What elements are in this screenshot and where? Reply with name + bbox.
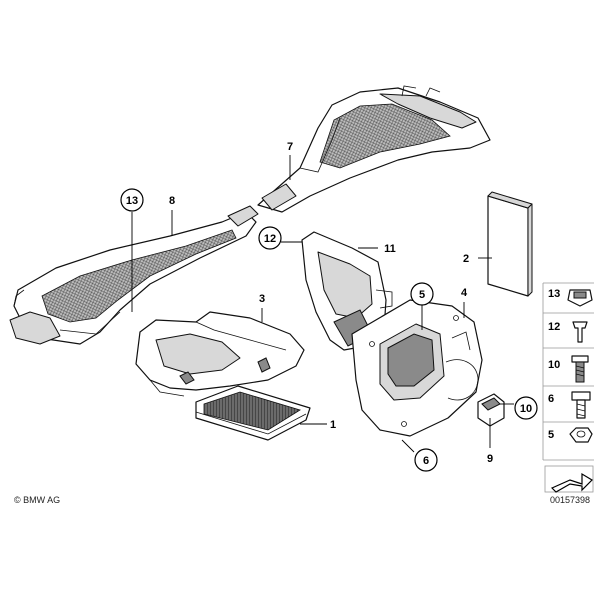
hex-nut-icon [569,427,593,443]
callout-10: 10 [514,396,538,420]
expanding-rivet-icon [572,321,588,343]
svg-text:6: 6 [423,455,429,467]
screw-with-washer-icon [571,355,589,363]
fastener-legend: 13 12 10 6 5 [542,282,594,493]
air-duct-housing [135,311,305,397]
svg-text:13: 13 [548,288,560,300]
legend-item-10: 10 [548,355,589,383]
svg-text:7: 7 [287,141,293,153]
callout-6: 6 [414,448,438,472]
callout-8: 8 [169,195,175,207]
svg-text:5: 5 [419,289,425,301]
callout-12: 12 [258,226,282,250]
callout-1: 1 [330,419,336,431]
callout-3: 3 [259,293,265,305]
callout-2: 2 [463,253,469,265]
svg-text:5: 5 [548,429,554,441]
callout-5: 5 [410,282,434,306]
svg-text:12: 12 [264,233,276,245]
hex-bolt-icon [571,391,591,401]
svg-text:4: 4 [461,287,468,299]
cowl-grille-left [9,205,259,345]
diagram-number: 00157398 [550,495,590,505]
cowl-grille-right [257,85,491,213]
svg-text:10: 10 [520,403,532,415]
svg-text:6: 6 [548,393,554,405]
svg-text:2: 2 [463,253,469,265]
legend-item-6: 6 [548,391,591,419]
legend-item-12: 12 [548,321,588,343]
legend-item-5: 5 [548,427,593,443]
svg-text:8: 8 [169,195,175,207]
callout-13: 13 [120,188,144,212]
legend-item-13: 13 [548,288,593,307]
callout-7: 7 [287,141,293,153]
svg-text:10: 10 [548,359,560,371]
cabin-microfilter [195,385,311,441]
svg-text:3: 3 [259,293,265,305]
svg-text:13: 13 [126,195,138,207]
view-direction-arrow-icon [544,465,594,493]
svg-text:1: 1 [330,419,336,431]
svg-text:12: 12 [548,321,560,333]
svg-text:9: 9 [487,453,493,465]
connector-plug [477,393,505,427]
callout-4: 4 [461,287,468,299]
callout-11: 11 [384,243,396,255]
air-intake-channel [301,231,393,351]
callout-9: 9 [487,453,493,465]
copyright-text: © BMW AG [14,495,60,505]
heater-housing-panel [351,299,483,437]
svg-text:11: 11 [384,243,396,255]
leader-lines [131,155,514,453]
filter-element [487,191,533,297]
